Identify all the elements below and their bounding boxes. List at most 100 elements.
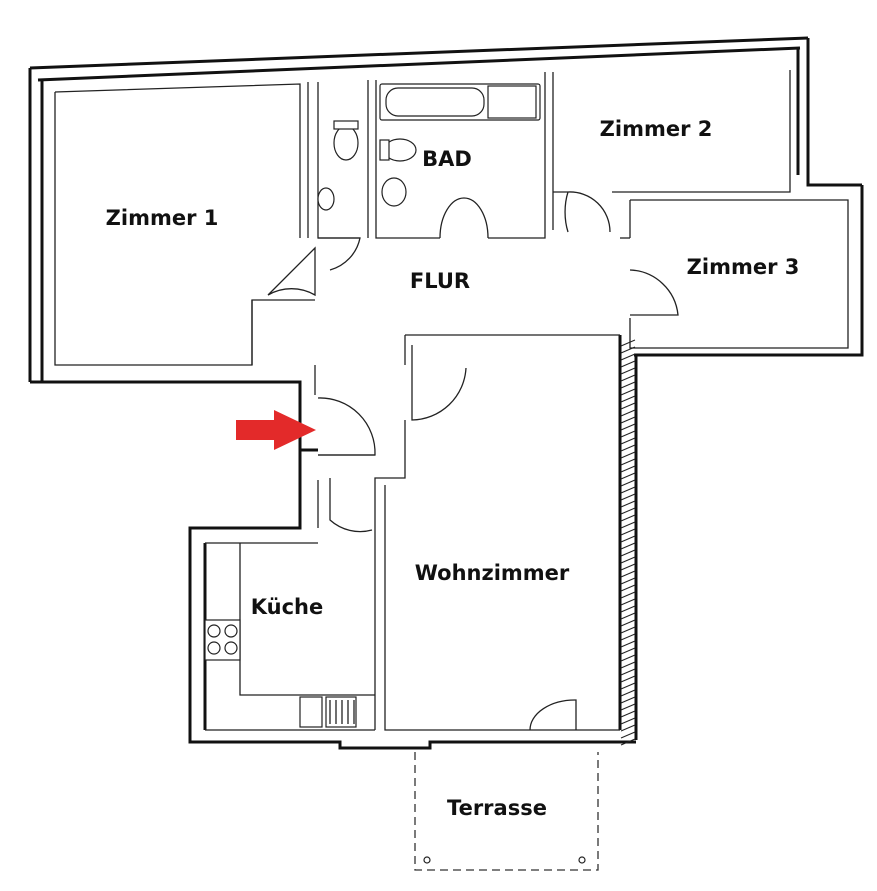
hatch-line bbox=[620, 577, 636, 585]
hatch-line bbox=[620, 717, 636, 725]
living-inner bbox=[384, 485, 620, 731]
hatch-line bbox=[620, 458, 636, 466]
living-left-wall bbox=[374, 420, 406, 730]
hatch-line bbox=[620, 451, 636, 459]
red-arrow-right-icon bbox=[236, 410, 316, 450]
hatch-line bbox=[620, 731, 636, 739]
hatch-line bbox=[620, 437, 636, 445]
zimmer1-inner-outline bbox=[54, 83, 301, 238]
hatch-line bbox=[620, 444, 636, 452]
hatch-line bbox=[620, 626, 636, 634]
kitchen-fixtures bbox=[204, 619, 357, 728]
right-wall-zimmer3 bbox=[634, 185, 864, 357]
door-terrace bbox=[529, 699, 577, 731]
radiator-icon bbox=[325, 696, 357, 728]
hatch-line bbox=[620, 612, 636, 620]
hatched-wall bbox=[620, 339, 636, 746]
stove-burner bbox=[224, 641, 238, 655]
hatch-line bbox=[620, 591, 636, 599]
terrace-outline bbox=[414, 752, 599, 871]
hatch-line bbox=[620, 556, 636, 564]
stove-burner bbox=[207, 641, 221, 655]
hatch-line bbox=[620, 416, 636, 424]
hatch-line bbox=[620, 633, 636, 641]
hatch-line bbox=[620, 395, 636, 403]
hatch-line bbox=[620, 605, 636, 613]
hatch-line bbox=[620, 668, 636, 676]
hatch-line bbox=[620, 584, 636, 592]
hatch-line bbox=[620, 619, 636, 627]
wc-wall bbox=[317, 82, 360, 239]
zimmer2-bottom-wall bbox=[553, 70, 791, 193]
toilet-wc-tank bbox=[333, 120, 359, 130]
bad-left-wall bbox=[375, 80, 440, 239]
room-label-bad: BAD bbox=[422, 147, 472, 171]
hatch-line bbox=[620, 703, 636, 711]
door-bad bbox=[439, 197, 489, 239]
terrace-post bbox=[423, 856, 431, 864]
hatch-line bbox=[620, 381, 636, 389]
door-zimmer2 bbox=[564, 191, 611, 233]
bad-right-wall bbox=[488, 72, 546, 239]
kitchen-sink-icon bbox=[299, 696, 323, 728]
hatch-line bbox=[620, 654, 636, 662]
outer-walls bbox=[28, 36, 864, 750]
hatch-line bbox=[620, 738, 636, 746]
kitchen-outer-wall bbox=[188, 450, 302, 744]
hatch-line bbox=[620, 360, 636, 368]
toilet-bad-tank bbox=[379, 139, 390, 161]
hatch-line bbox=[620, 388, 636, 396]
doors bbox=[267, 191, 679, 731]
hatch-line bbox=[620, 563, 636, 571]
hatch-line bbox=[620, 402, 636, 410]
right-wall-zimmer2 bbox=[806, 38, 862, 187]
living-bottom-wall bbox=[262, 740, 636, 750]
hatch-line bbox=[620, 689, 636, 697]
hatch-line bbox=[620, 339, 636, 347]
hatch-line bbox=[620, 472, 636, 480]
door-wc bbox=[318, 237, 361, 271]
door-kitchen bbox=[329, 478, 373, 533]
hatch-line bbox=[620, 675, 636, 683]
room-label-zimmer2: Zimmer 2 bbox=[600, 117, 713, 141]
room-label-flur: FLUR bbox=[410, 269, 470, 293]
room-label-zimmer1: Zimmer 1 bbox=[106, 206, 219, 230]
door-zimmer3 bbox=[629, 269, 679, 316]
hatch-line bbox=[620, 423, 636, 431]
hatch-line bbox=[620, 535, 636, 543]
sink-bad-icon bbox=[381, 177, 407, 207]
hatch-line bbox=[620, 640, 636, 648]
bath-shelf bbox=[487, 85, 537, 119]
hatch-line bbox=[620, 500, 636, 508]
room-label-terrasse: Terrasse bbox=[447, 796, 547, 820]
hatch-line bbox=[620, 486, 636, 494]
hatch-line bbox=[620, 521, 636, 529]
hatch-line bbox=[620, 647, 636, 655]
hatch-line bbox=[620, 570, 636, 578]
hatch-line bbox=[620, 528, 636, 536]
hatch-line bbox=[620, 710, 636, 718]
hatch-line bbox=[620, 374, 636, 382]
top-wall-outer bbox=[29, 36, 809, 70]
hatch-line bbox=[620, 549, 636, 557]
bathtub-basin bbox=[385, 87, 485, 117]
hatch-line bbox=[620, 367, 636, 375]
hatch-line bbox=[620, 507, 636, 515]
terrace-post bbox=[578, 856, 586, 864]
hatch-line bbox=[620, 542, 636, 550]
stove-burner bbox=[224, 624, 238, 638]
hatch-line bbox=[620, 409, 636, 417]
door-zimmer1 bbox=[267, 246, 316, 297]
radiator-fins bbox=[329, 700, 355, 724]
zimmer1-bottom-wall bbox=[30, 380, 318, 452]
hatch-line bbox=[620, 598, 636, 606]
hatch-line bbox=[620, 682, 636, 690]
toilet-wc-icon bbox=[333, 125, 359, 161]
room-label-wohnzimmer: Wohnzimmer bbox=[415, 561, 570, 585]
hatch-line bbox=[620, 493, 636, 501]
hatch-line bbox=[620, 724, 636, 732]
zimmer3-walls bbox=[629, 199, 849, 349]
room-label-kueche: Küche bbox=[251, 595, 324, 619]
hatch-line bbox=[620, 430, 636, 438]
